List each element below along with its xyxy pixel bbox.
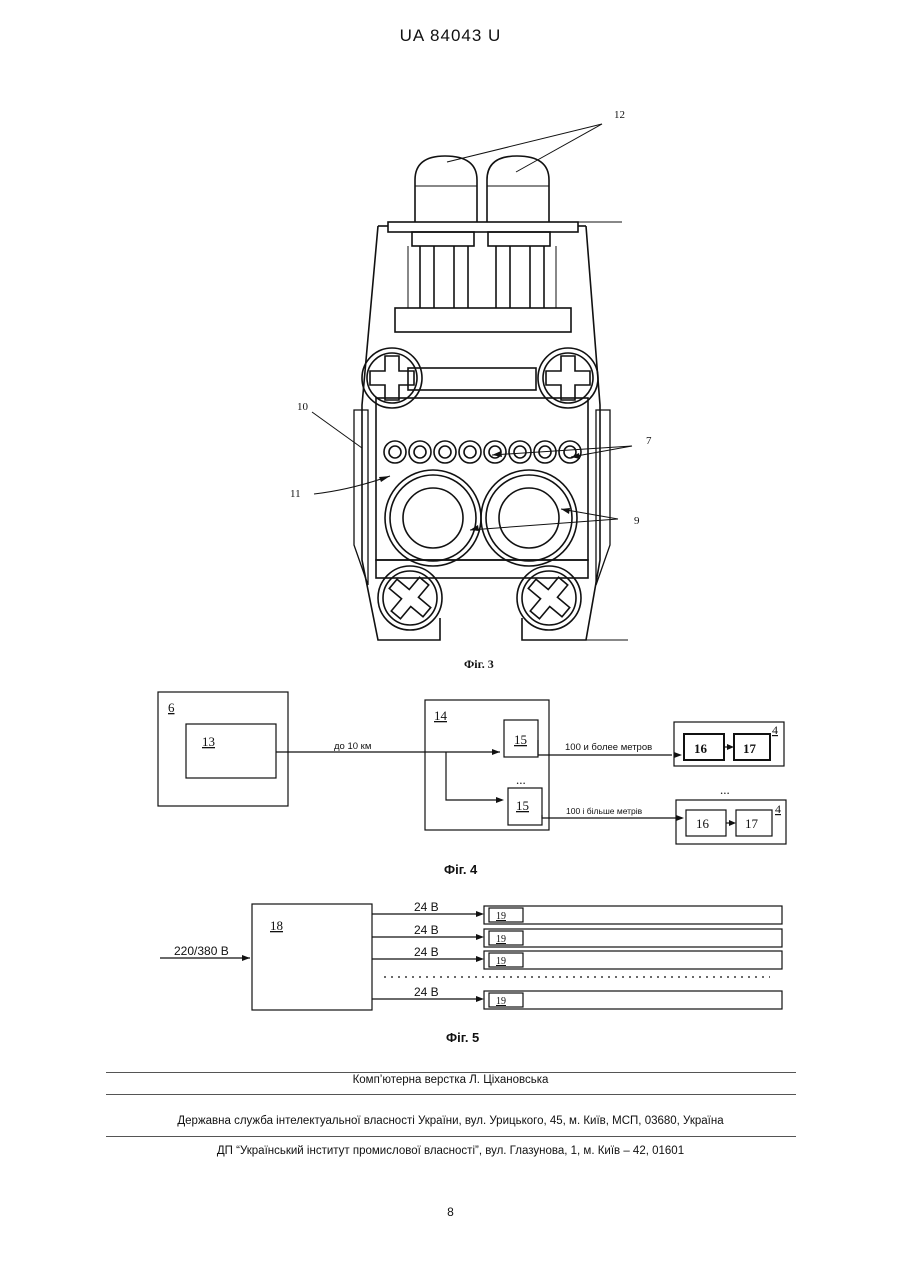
- label-17-bottom: 17: [745, 816, 759, 831]
- block-13: [186, 724, 276, 778]
- lamp-left: [415, 156, 477, 222]
- label-4-top: 4: [772, 723, 778, 737]
- label-4-bottom: 4: [775, 802, 781, 816]
- layout-credit: Комп’ютерна верстка Л. Ціхановська: [0, 1074, 901, 1086]
- label-16-bottom: 16: [696, 816, 710, 831]
- strip-1: [484, 906, 782, 924]
- label-19-2: 19: [496, 934, 506, 945]
- lower-right-wheel: [517, 566, 581, 630]
- strip-3: [484, 951, 782, 969]
- output-voltage-2: 24 В: [414, 923, 439, 937]
- output-voltage-1: 24 В: [414, 900, 439, 914]
- figure-4-diagram: 6 13 14 15 15 ... ... 16 17 4 16 17 4 до…: [0, 680, 901, 880]
- link-label-top: 100 и более метров: [565, 742, 652, 753]
- label-15-top: 15: [514, 732, 527, 747]
- block-6: [158, 692, 288, 806]
- large-drum-left: [385, 470, 481, 566]
- label-17-top: 17: [743, 741, 757, 756]
- label-14: 14: [434, 708, 448, 723]
- figure-4-caption: Фіг. 4: [444, 862, 478, 877]
- lower-left-wheel: [378, 566, 442, 630]
- label-19-1: 19: [496, 911, 506, 922]
- ellipsis-right: ...: [720, 782, 730, 797]
- label-15-bottom: 15: [516, 798, 529, 813]
- footer-rule-1: [106, 1072, 796, 1073]
- label-12: 12: [614, 109, 625, 121]
- label-19-4: 19: [496, 996, 506, 1007]
- figure-5-caption: Фіг. 5: [446, 1030, 479, 1045]
- unit-19-1: [489, 908, 523, 922]
- label-11: 11: [290, 488, 301, 500]
- strip-4: [484, 991, 782, 1009]
- label-13: 13: [202, 734, 215, 749]
- output-voltage-3: 24 В: [414, 945, 439, 959]
- lamp-right: [487, 156, 549, 222]
- page-number: 8: [0, 1205, 901, 1219]
- figure-5-diagram: 18 19 19 19 19 220/380 В 24 В 24 В 24 В …: [0, 880, 901, 1055]
- label-6: 6: [168, 700, 175, 715]
- strip-2: [484, 929, 782, 947]
- agency-address: Державна служба інтелектуальної власност…: [0, 1115, 901, 1127]
- upper-left-wheel: [362, 348, 422, 408]
- figure-3-drawing: 12 10 11 7 9 Фіг. 3: [0, 0, 901, 680]
- ellipsis-middle: ...: [516, 772, 526, 787]
- label-10: 10: [297, 401, 309, 413]
- figure-3-caption: Фіг. 3: [464, 657, 494, 671]
- label-16-top: 16: [694, 741, 708, 756]
- label-9: 9: [634, 515, 640, 527]
- small-roller-row: [384, 441, 581, 463]
- input-voltage-label: 220/380 В: [174, 944, 229, 958]
- output-voltage-4: 24 В: [414, 985, 439, 999]
- institute-address: ДП “Український інститут промислової вла…: [0, 1145, 901, 1157]
- unit-19-3: [489, 953, 523, 967]
- footer-rule-3: [106, 1136, 796, 1137]
- upper-right-wheel: [538, 348, 598, 408]
- label-19-3: 19: [496, 956, 506, 967]
- link-label-main: до 10 км: [334, 741, 371, 752]
- label-7: 7: [646, 435, 652, 447]
- footer-rule-2: [106, 1094, 796, 1095]
- label-18: 18: [270, 918, 283, 933]
- link-label-bottom: 100 і більше метрів: [566, 806, 643, 816]
- unit-19-4: [489, 993, 523, 1007]
- large-drum-right: [481, 470, 577, 566]
- unit-19-2: [489, 931, 523, 945]
